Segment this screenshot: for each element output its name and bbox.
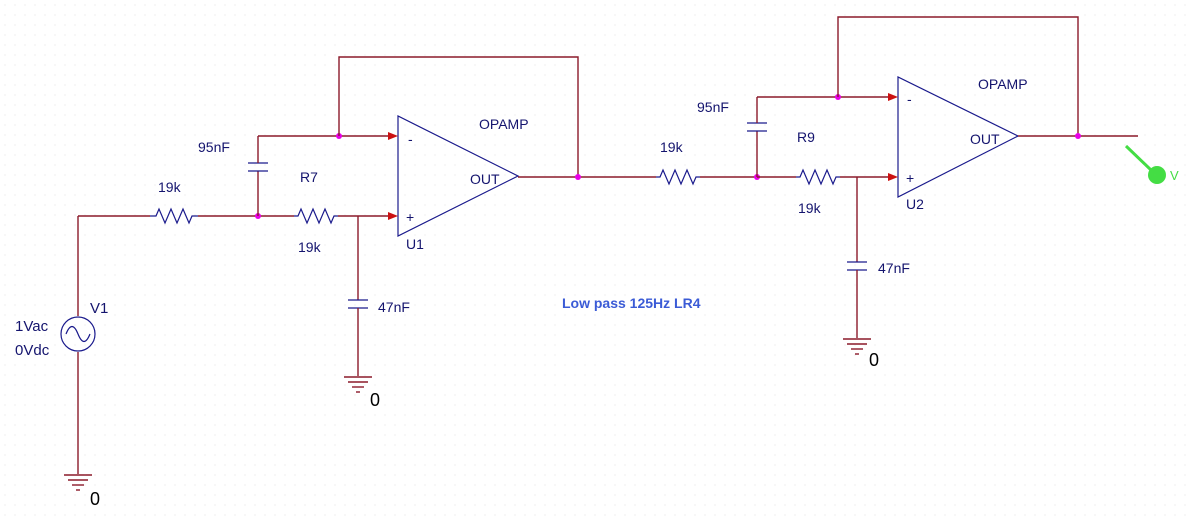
u2-minus: - [907, 91, 912, 107]
opamp-icon [897, 76, 1020, 198]
stage2-r9-value: 19k [798, 200, 822, 216]
source-name: V1 [90, 300, 108, 317]
voltage-probe[interactable]: V [1124, 144, 1179, 184]
u2-plus: + [906, 170, 914, 186]
source-v1[interactable]: V1 1Vac 0Vdc [15, 216, 108, 474]
stage2-input-resistor[interactable]: 19k [656, 139, 757, 186]
u1-out-label: OUT [470, 171, 500, 187]
stage2-feedback-capacitor[interactable]: 95nF [697, 96, 888, 177]
stage2-feedback-wire [837, 16, 1079, 136]
ground-symbol-stage1: 0 [344, 376, 380, 410]
junction-stage1-out [575, 174, 581, 180]
stage1-feedback-wire [338, 56, 579, 177]
ground-symbol-source: 0 [64, 474, 100, 509]
ac-source-icon [60, 316, 96, 352]
ground-symbol-stage2: 0 [843, 338, 879, 370]
stage1-feedback-capacitor[interactable]: 95nF [198, 135, 388, 216]
stage2-r9-name: R9 [797, 129, 815, 145]
stage1-input-resistor[interactable]: 19k [78, 179, 258, 225]
u2-type: OPAMP [978, 76, 1028, 92]
source-ac-value: 1Vac [15, 318, 49, 335]
stage1-ground-capacitor[interactable]: 47nF [348, 216, 410, 376]
ground-label-stage1: 0 [370, 390, 380, 410]
u1-type: OPAMP [479, 116, 529, 132]
u1-minus: - [408, 131, 413, 147]
junction-stage2-out [1075, 133, 1081, 139]
stage1-cap-gnd-value: 47nF [378, 299, 410, 315]
stage1-r7-value: 19k [298, 239, 322, 255]
stage1-r7-resistor[interactable]: R7 19k [258, 169, 388, 255]
u1-plus: + [406, 209, 414, 225]
voltage-probe-icon [1148, 166, 1166, 184]
stage1-r7-name: R7 [300, 169, 318, 185]
u1-name: U1 [406, 236, 424, 252]
stage2-cap-fb-value: 95nF [697, 99, 729, 115]
ground-label-source: 0 [90, 489, 100, 509]
stage1-rin-value: 19k [158, 179, 182, 195]
u2-name: U2 [906, 196, 924, 212]
stage1-cap-fb-value: 95nF [198, 139, 230, 155]
circuit-note: Low pass 125Hz LR4 [562, 295, 701, 311]
stage2-rin-value: 19k [660, 139, 684, 155]
ground-label-stage2: 0 [869, 350, 879, 370]
stage2-cap-gnd-value: 47nF [878, 260, 910, 276]
probe-label: V [1170, 168, 1179, 183]
opamp-icon [397, 115, 520, 237]
opamp-u1[interactable]: - + OUT OPAMP U1 [388, 115, 529, 252]
u2-out-label: OUT [970, 131, 1000, 147]
stage2-ground-capacitor[interactable]: 47nF [847, 177, 910, 338]
opamp-u2[interactable]: - + OUT OPAMP U2 [888, 76, 1028, 212]
stage2-r9-resistor[interactable]: R9 19k [757, 129, 888, 216]
source-dc-value: 0Vdc [15, 342, 50, 359]
